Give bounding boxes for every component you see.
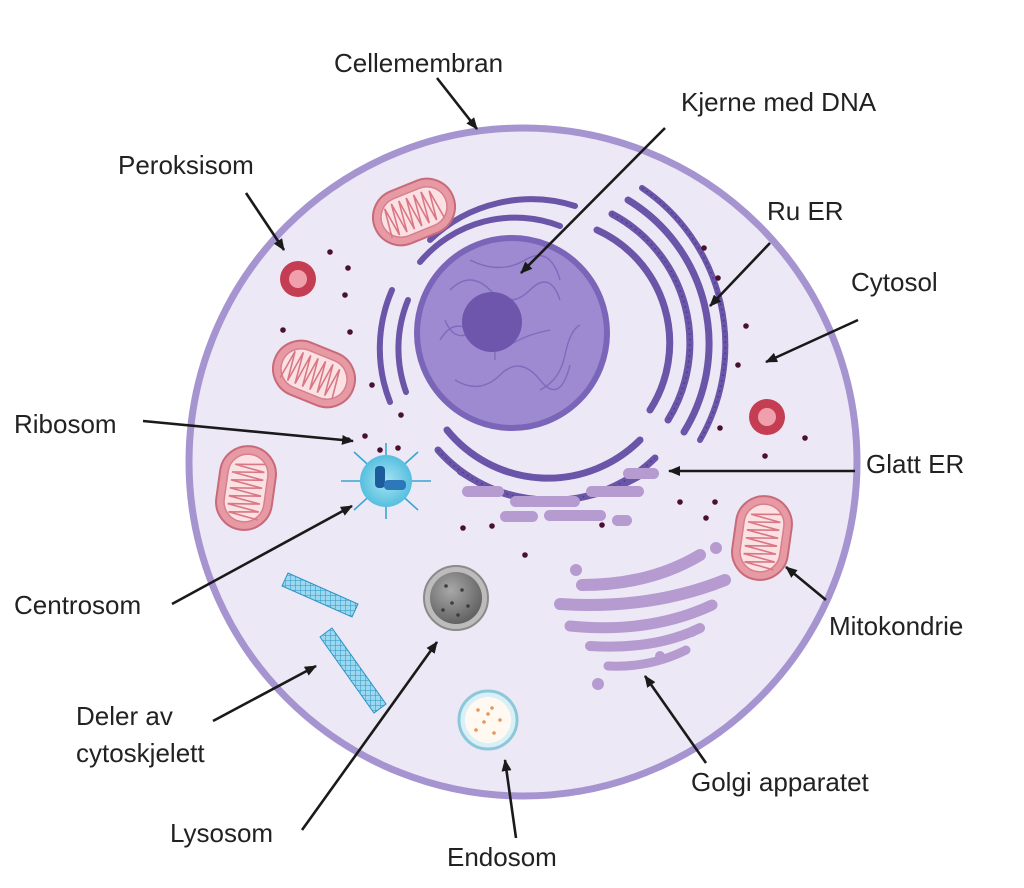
label-mitokondrie: Mitokondrie xyxy=(829,611,964,641)
golgi-icon xyxy=(554,549,731,671)
label-endosom: Endosom xyxy=(447,842,557,872)
cell-membrane xyxy=(185,124,861,800)
label-golgi-apparatet: Golgi apparatet xyxy=(691,767,869,797)
peroxisome-icon xyxy=(749,399,785,435)
label-centrosom: Centrosom xyxy=(14,590,142,620)
arrow-mitokondrie xyxy=(785,565,827,602)
ribosomes xyxy=(280,245,808,558)
arrow-kjerne xyxy=(520,127,666,274)
arrow-ribosom xyxy=(142,419,354,445)
nucleolus xyxy=(462,292,522,352)
arrow-centrosom xyxy=(171,504,353,606)
label-peroksisom: Peroksisom xyxy=(118,150,254,180)
label-glatt-er: Glatt ER xyxy=(866,449,965,479)
arrow-endosom xyxy=(501,759,518,839)
label-cellemembran: Cellemembran xyxy=(334,48,504,78)
label-cytoskjelett-line2: cytoskjelett xyxy=(76,738,205,768)
peroxisome-icon xyxy=(280,261,316,297)
nucleus-icon xyxy=(414,235,610,431)
lysosome-icon xyxy=(423,565,489,631)
label-lysosom: Lysosom xyxy=(170,818,274,848)
arrow-cytosol xyxy=(765,318,859,364)
arrow-lysosom xyxy=(300,641,439,831)
arrow-cellemembran xyxy=(435,77,479,130)
label-ribosom: Ribosom xyxy=(14,409,117,439)
arrow-cytoskjelett xyxy=(212,664,317,723)
arrows xyxy=(142,77,859,839)
arrow-ru-er xyxy=(709,242,771,307)
label-kjerne-med-dna: Kjerne med DNA xyxy=(681,87,877,117)
cytoskeleton-icon xyxy=(281,572,387,714)
label-ru-er: Ru ER xyxy=(767,196,844,226)
arrow-peroksisom xyxy=(244,192,286,251)
endosome-icon xyxy=(457,689,519,751)
smooth-er xyxy=(462,468,659,526)
centrosome-icon xyxy=(341,443,431,519)
arrow-golgi xyxy=(643,675,708,764)
label-cytosol: Cytosol xyxy=(851,267,938,297)
label-cytoskjelett-line1: Deler av xyxy=(76,701,173,731)
